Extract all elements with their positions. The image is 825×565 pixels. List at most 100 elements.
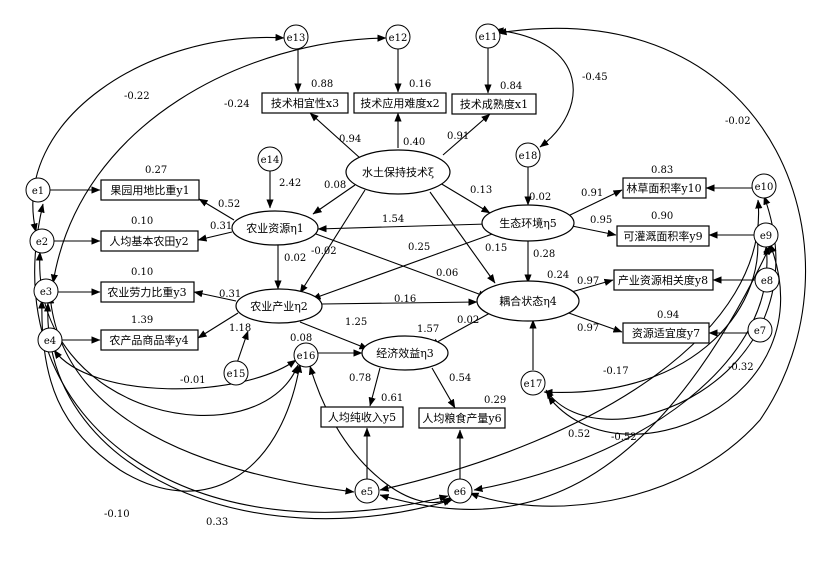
node-eta3: 经济效益η3 [361,335,449,371]
node-e2: e2 [29,228,55,254]
node-eta5: 生态环境η5 [481,204,575,242]
path-eta1-y2 [197,231,233,242]
node-e18-label: e18 [519,151,538,162]
coef-xi-eta4: 0.15 [485,243,507,254]
node-eta1: 农业资源η1 [231,210,319,246]
coef-e14-eta1: 2.42 [279,178,301,189]
node-y4-label: 农产品商品率y4 [109,333,188,347]
node-e7-label: e7 [754,326,766,337]
node-e8-label: e8 [761,276,773,287]
node-e12: e12 [385,24,411,50]
coef-e13-e2: -0.22 [124,91,150,102]
coef-eta4-r2: 0.24 [547,270,569,281]
node-y3-label: 农业劳力比重y3 [107,285,186,299]
coef-e17-e9: -0.17 [603,366,629,377]
coef-e1-e6: -0.10 [104,509,130,520]
node-y8: 产业资源相关度y8 [613,269,714,291]
node-eta2-label: 农业产业η2 [250,299,308,313]
node-e6: e6 [447,478,473,504]
coef-y4-r2: 1.39 [131,315,153,326]
node-eta4: 耦合状态η4 [476,280,580,322]
cov-e4-e16 [53,349,297,390]
node-y8-label: 产业资源相关度y8 [618,273,708,287]
coef-y2-r2: 0.10 [131,216,153,227]
coef-eta4-y7: 0.97 [577,323,599,334]
coef-y10-r2: 0.83 [651,165,673,176]
path-e15-eta2 [236,330,249,364]
coef-eta3-y6: 0.54 [449,373,471,384]
node-y7: 资源适宜度y7 [622,322,710,344]
node-e5: e5 [354,478,380,504]
coef-eta5-r2: 0.02 [529,192,551,203]
coef-eta5-eta4: 0.28 [533,249,555,260]
coef-eta2-eta3: 1.25 [345,317,367,328]
node-eta5-label: 生态环境η5 [499,216,557,230]
node-y1-label: 果园用地比重y1 [110,183,189,197]
coef-e11-e10: -0.45 [582,72,608,83]
cov-e13-e2 [30,33,285,233]
cov-e17-e9 [543,227,762,397]
coef-xi-x1: 0.91 [447,131,469,142]
node-y9-label: 可灌溉面积率y9 [623,229,702,243]
coef-x3-r2: 0.88 [311,79,333,90]
node-e10: e10 [751,173,777,199]
node-y4: 农产品商品率y4 [100,329,199,351]
node-y9: 可灌溉面积率y9 [616,225,710,247]
coef-xi-x2: 0.40 [403,137,425,148]
node-e10-label: e10 [755,182,774,193]
node-e6-label: e6 [454,487,466,498]
cov-e11-e6 [469,27,807,507]
node-e17-label: e17 [524,379,543,390]
coef-e9-e6: -0.52 [611,432,637,443]
node-xi-label: 水土保持技术ξ [362,165,434,179]
path-eta1-eta4 [315,233,488,298]
coef-eta5-eta1: 1.54 [382,214,404,225]
nodes-layer: 技术相宜性x3 技术应用难度x2 技术成熟度x1 水土保持技术ξ 农业资源η1 … [25,23,780,504]
node-e9: e9 [753,222,779,248]
node-y7-label: 资源适宜度y7 [632,326,700,340]
coef-e3-e5: 0.33 [206,517,228,528]
node-y5-label: 人均纯收入y5 [328,410,396,424]
coef-e4-e16: -0.01 [180,375,206,386]
coef-x2-r2: 0.16 [409,79,431,90]
coef-eta5-y9: 0.95 [590,215,612,226]
coef-x1-r2: 0.84 [500,81,522,92]
node-eta4-label: 耦合状态η4 [499,294,557,308]
node-y2-label: 人均基本农田y2 [109,234,188,248]
node-e16-label: e16 [297,351,316,362]
coef-y5-r2: 0.61 [381,393,403,404]
coef-eta4-eta3: 0.02 [457,315,479,326]
coef-y9-r2: 0.90 [651,211,673,222]
node-y3: 农业劳力比重y3 [100,281,195,303]
node-e18: e18 [515,142,541,168]
path-xi-eta2 [299,189,366,294]
cov-e11-e10 [494,27,574,148]
node-eta3-label: 经济效益η3 [376,346,434,360]
node-e1-label: e1 [32,186,44,197]
cov-e16-e3 [38,299,303,492]
coef-eta1-eta2: 0.02 [284,253,306,264]
node-x1: 技术成熟度x1 [451,93,537,115]
coef-e16-r2: 0.08 [290,333,312,344]
node-e14-label: e14 [261,155,280,166]
node-e13-label: e13 [287,33,306,44]
node-y6: 人均粮食产量y6 [418,407,506,429]
node-e17: e17 [520,370,546,396]
coef-eta5-y10: 0.91 [581,188,603,199]
coef-e12-e3: -0.24 [224,99,250,110]
node-y5: 人均纯收入y5 [320,406,404,428]
coefficients-layer: 0.88 0.16 0.84 0.94 0.40 0.91 -0.45 2.42… [104,72,754,528]
cov-e3-e5 [47,294,355,495]
coef-xi-eta5: 0.13 [470,185,492,196]
node-e2-label: e2 [36,237,48,248]
node-y6-label: 人均粮食产量y6 [422,411,501,425]
node-y2: 人均基本农田y2 [100,230,199,252]
node-eta1-label: 农业资源η1 [246,221,304,235]
coef-eta3-r2: 1.57 [417,324,439,335]
coef-y7-r2: 0.94 [657,310,679,321]
node-e1: e1 [25,177,51,203]
node-e3: e3 [33,278,59,304]
coef-eta2-eta4: 0.16 [394,294,416,305]
